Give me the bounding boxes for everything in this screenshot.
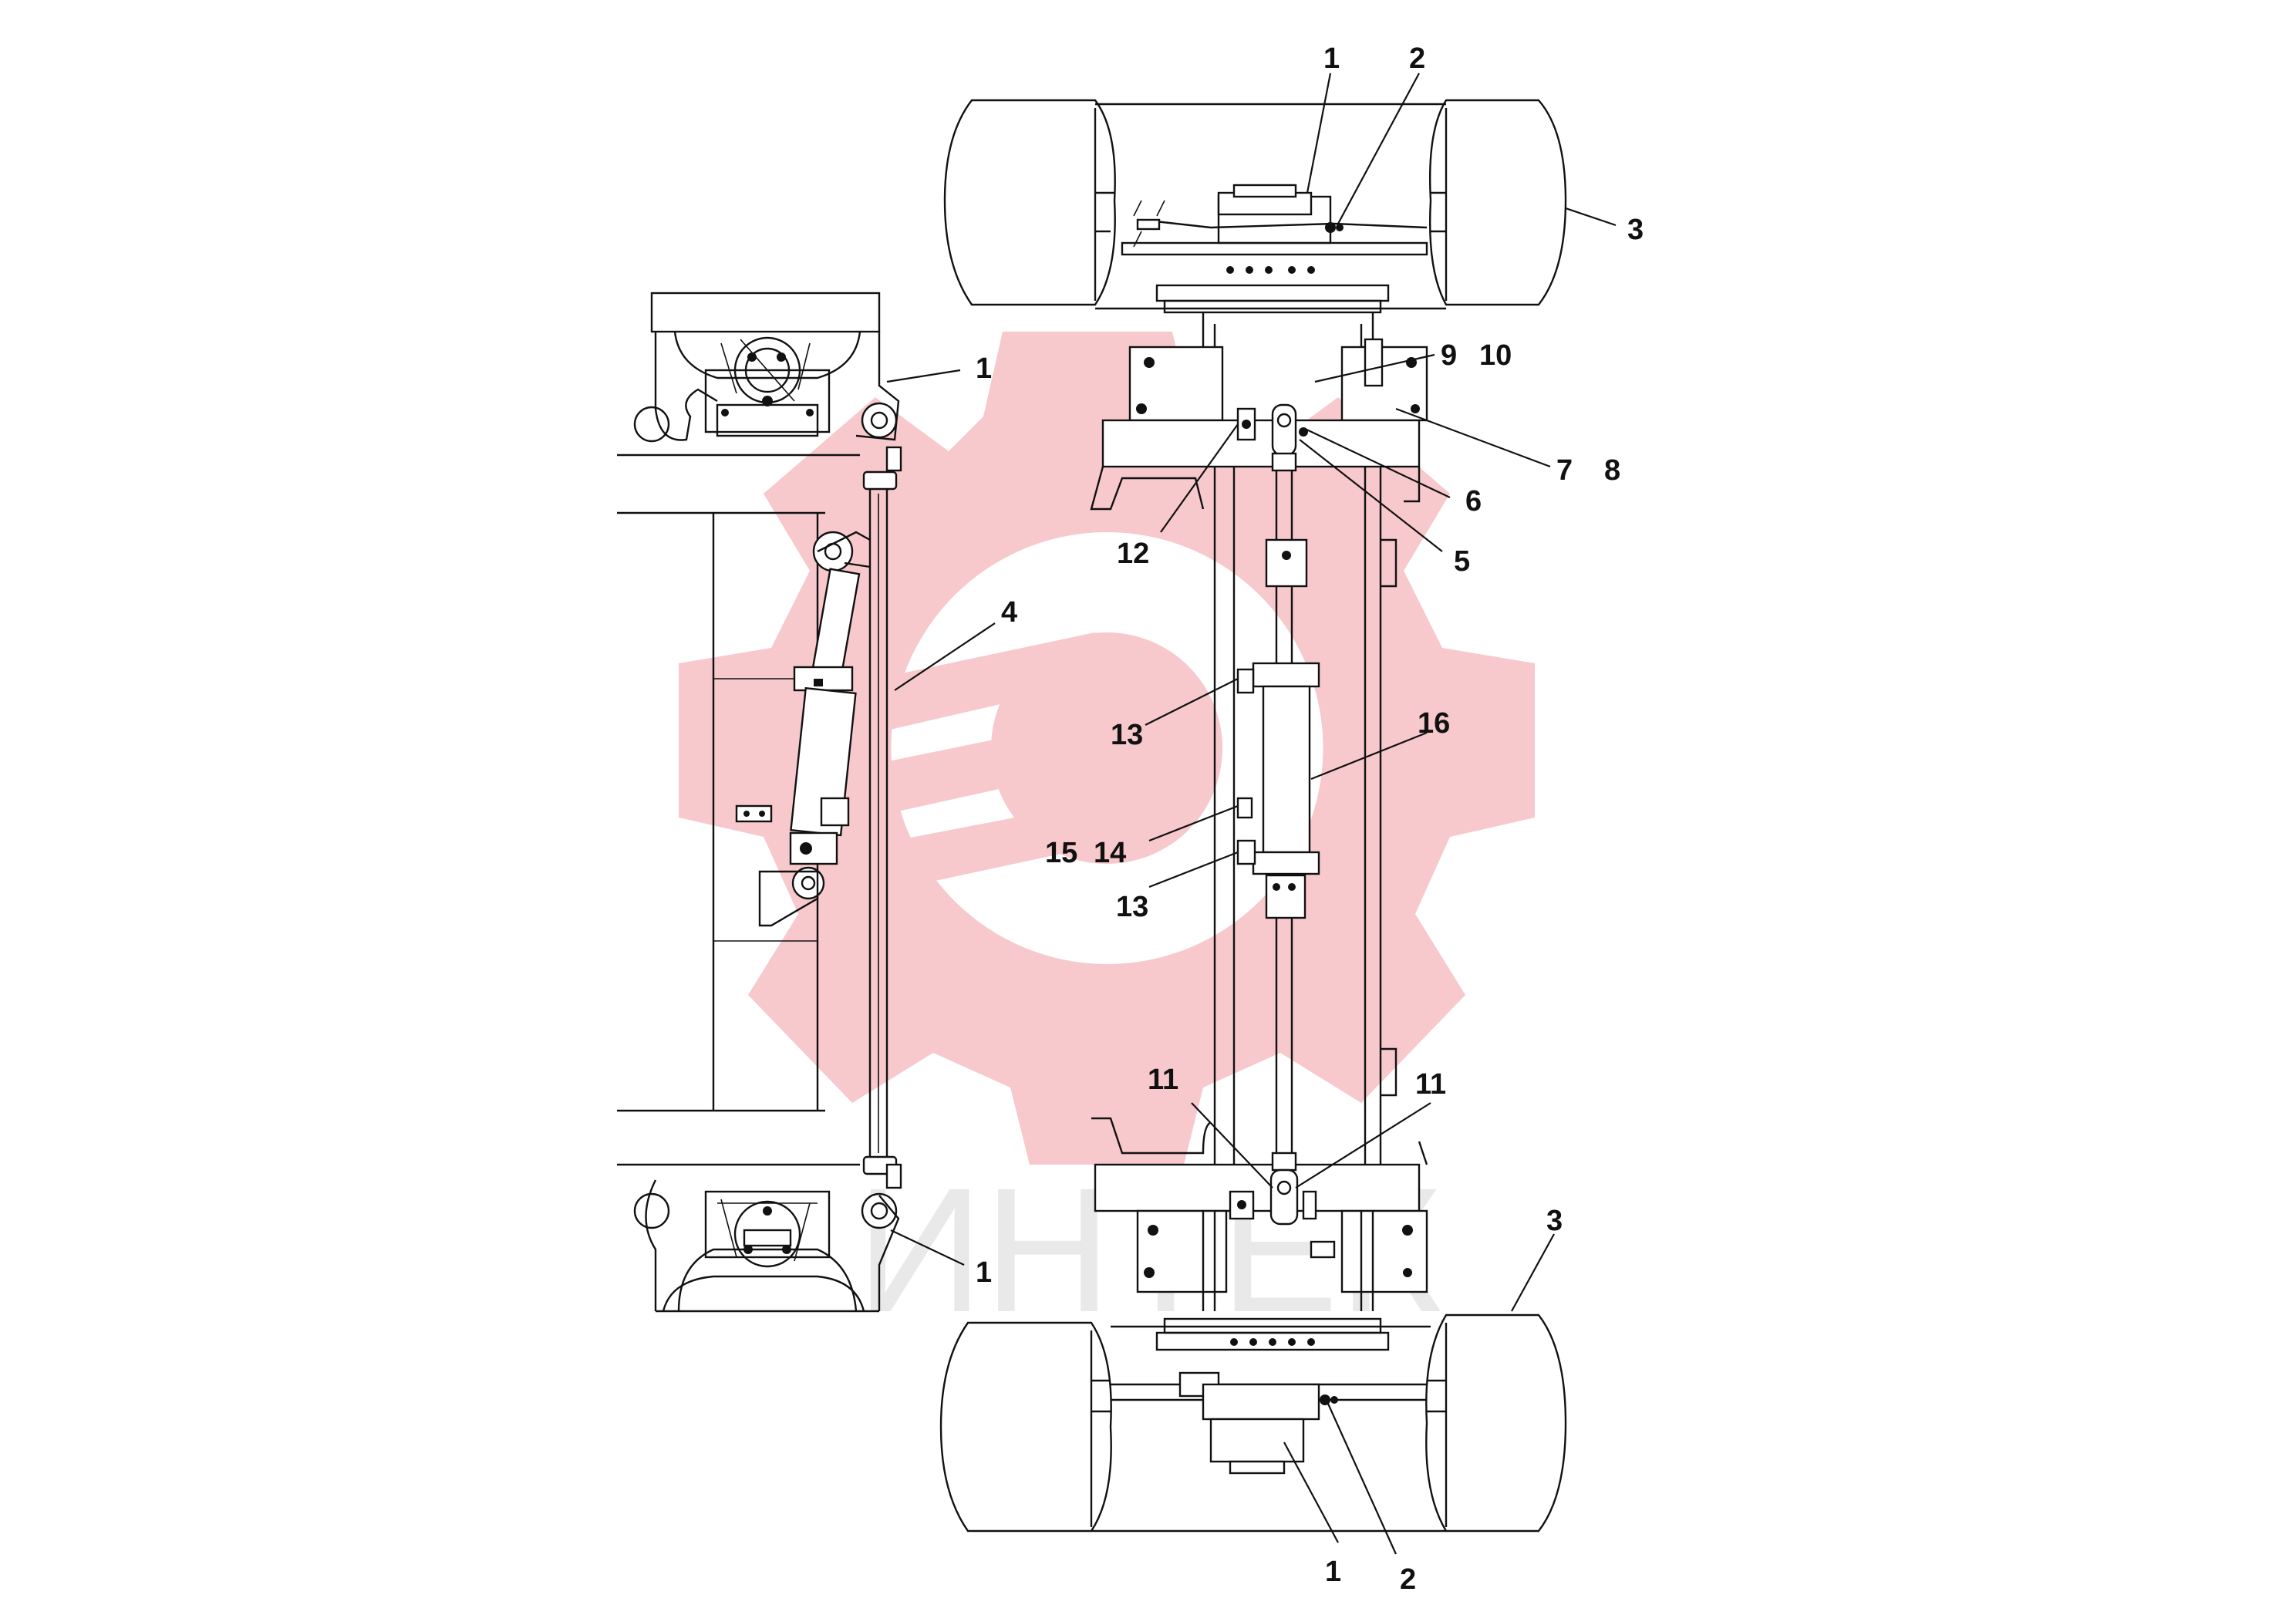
side-top-mount [633, 292, 900, 443]
label-side-bot-1: 1 [976, 1256, 992, 1289]
top-axle [943, 99, 1567, 314]
label-11-left: 11 [1148, 1064, 1178, 1096]
label-bottom-3: 3 [1546, 1205, 1563, 1237]
label-6: 6 [1465, 485, 1482, 518]
side-bottom-mount [633, 1179, 900, 1313]
label-side-4: 4 [1001, 596, 1017, 629]
steering-cylinder [1229, 403, 1320, 1226]
bottom-right-tyre [1425, 1313, 1567, 1533]
top-left-tyre [943, 99, 1116, 306]
label-bottom-2: 2 [1400, 1563, 1416, 1596]
callout-labels: 1 1 4 1 2 3 9 10 7 8 6 5 12 13 16 15 14 … [976, 42, 1644, 1596]
label-14: 14 [1094, 837, 1126, 869]
label-side-top-1: 1 [976, 352, 992, 385]
label-top-1: 1 [1323, 42, 1340, 75]
label-16: 16 [1418, 707, 1450, 740]
label-13-bottom: 13 [1116, 891, 1148, 923]
drag-link [862, 446, 902, 1189]
label-9: 9 [1441, 339, 1457, 372]
leader-lines [886, 73, 1617, 1555]
label-top-3: 3 [1627, 214, 1644, 246]
side-view [617, 292, 902, 1313]
label-13-top: 13 [1111, 719, 1143, 751]
label-top-2: 2 [1409, 42, 1425, 75]
top-right-tyre [1428, 99, 1567, 306]
label-bottom-1: 1 [1325, 1556, 1341, 1588]
label-7: 7 [1556, 454, 1573, 487]
bottom-axle [939, 1313, 1567, 1533]
label-15: 15 [1045, 837, 1077, 869]
label-8: 8 [1604, 454, 1620, 487]
bottom-left-tyre [939, 1321, 1112, 1533]
label-10: 10 [1479, 339, 1512, 372]
side-cylinder [735, 531, 871, 927]
label-11-right: 11 [1415, 1068, 1446, 1101]
label-12: 12 [1117, 538, 1149, 570]
label-5: 5 [1454, 545, 1470, 578]
